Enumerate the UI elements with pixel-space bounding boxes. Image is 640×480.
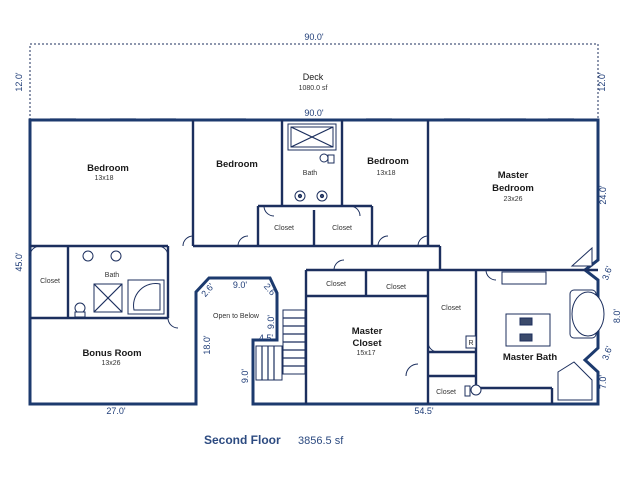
r-box-label: R — [468, 340, 473, 347]
bedroom-2-name: Bedroom — [216, 159, 258, 170]
stairs — [255, 309, 306, 381]
dim-open-left: 18.0' — [202, 335, 212, 355]
dim-deck-right: 12.0' — [597, 72, 607, 92]
dim-angle-2: 3.6' — [600, 344, 614, 361]
dim-bath-bottom: 7.0' — [598, 375, 608, 390]
bath-top-fixtures — [287, 123, 337, 202]
bath-left-label: Bath — [105, 272, 120, 279]
interior-walls — [30, 120, 598, 404]
dim-house-width: 90.0' — [304, 108, 324, 118]
open-to-below: Open to Below — [213, 313, 260, 320]
bath-top-label: Bath — [303, 170, 318, 177]
master-closet-a: Closet — [326, 281, 346, 288]
bedroom-1-size: 13x18 — [94, 175, 113, 182]
master-bath-label: Master Bath — [503, 352, 558, 363]
master-bath-fixtures — [464, 246, 605, 401]
bath-left-fixtures — [74, 250, 165, 318]
deck-label: Deck — [303, 72, 324, 82]
dim-open-right: 9.0' — [266, 315, 276, 330]
bedroom-3-size: 13x18 — [376, 170, 395, 177]
dim-stair: 4.5' — [259, 333, 274, 343]
bedroom-1-name: Bedroom — [87, 163, 129, 174]
closet-low: Closet — [436, 389, 456, 396]
master-bedroom-line2: Bedroom — [492, 183, 534, 194]
dim-bath-right: 8.0' — [612, 309, 622, 324]
floor-title: Second Floor — [204, 433, 281, 447]
dim-angle-1: 3.6' — [600, 264, 614, 281]
master-bedroom-size: 23x26 — [503, 196, 522, 203]
dim-top-width: 90.0' — [304, 32, 324, 42]
dim-deck-left: 12.0' — [14, 72, 24, 92]
door-swings — [29, 205, 497, 377]
closet-a: Closet — [274, 225, 294, 232]
dim-bottom-right: 54.5' — [414, 406, 434, 416]
bonus-room-name: Bonus Room — [82, 348, 141, 359]
closet-mid: Closet — [441, 305, 461, 312]
master-closet-line1: Master — [352, 326, 383, 337]
dim-open-top: 9.0' — [233, 280, 248, 290]
master-closet-b: Closet — [386, 284, 406, 291]
dim-master-right: 24.0' — [598, 185, 608, 205]
master-bedroom-line1: Master — [498, 170, 529, 181]
dim-left-height: 45.0' — [14, 252, 24, 272]
deck-area: 1080.0 sf — [299, 85, 328, 92]
floor-area: 3856.5 sf — [298, 435, 344, 447]
r-box — [465, 335, 477, 349]
dim-bottom-left: 27.0' — [106, 406, 126, 416]
bonus-room-size: 13x26 — [101, 360, 120, 367]
bedroom-3-name: Bedroom — [367, 156, 409, 167]
closet-left: Closet — [40, 278, 60, 285]
dim-stair-left: 9.0' — [240, 369, 250, 384]
master-closet-line2: Closet — [352, 338, 382, 349]
master-closet-size: 15x17 — [356, 350, 375, 357]
closet-b: Closet — [332, 225, 352, 232]
